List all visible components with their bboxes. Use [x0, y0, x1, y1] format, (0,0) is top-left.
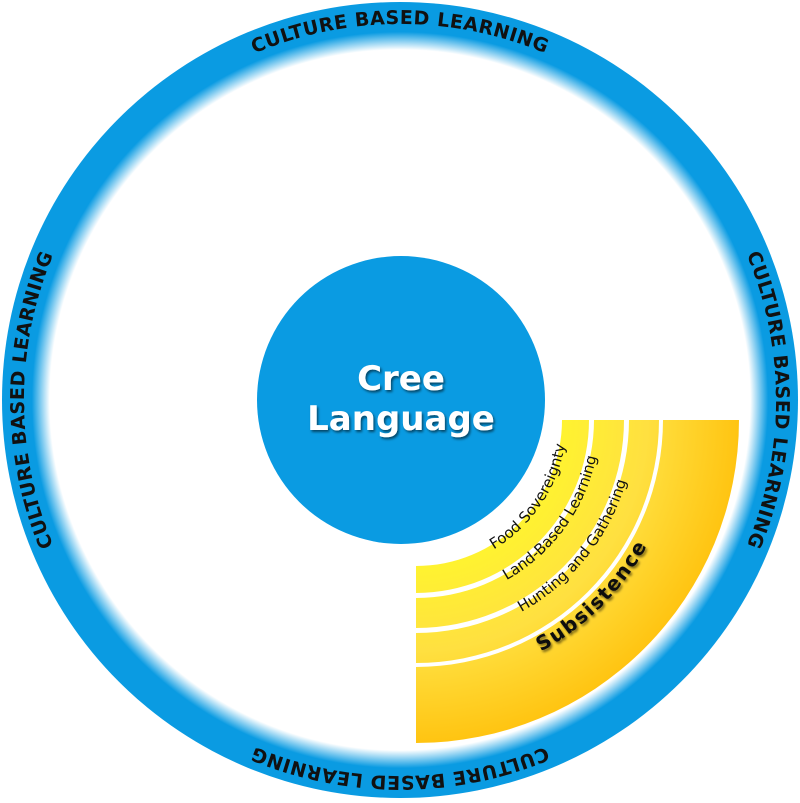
band-3: [416, 420, 659, 663]
band-2: [416, 420, 624, 628]
center-circle: Cree Language: [257, 256, 545, 544]
center-title-line1: Cree: [357, 359, 445, 399]
band-4: [416, 420, 739, 743]
band-1: [416, 420, 589, 593]
center-title-line2: Language: [307, 399, 495, 439]
